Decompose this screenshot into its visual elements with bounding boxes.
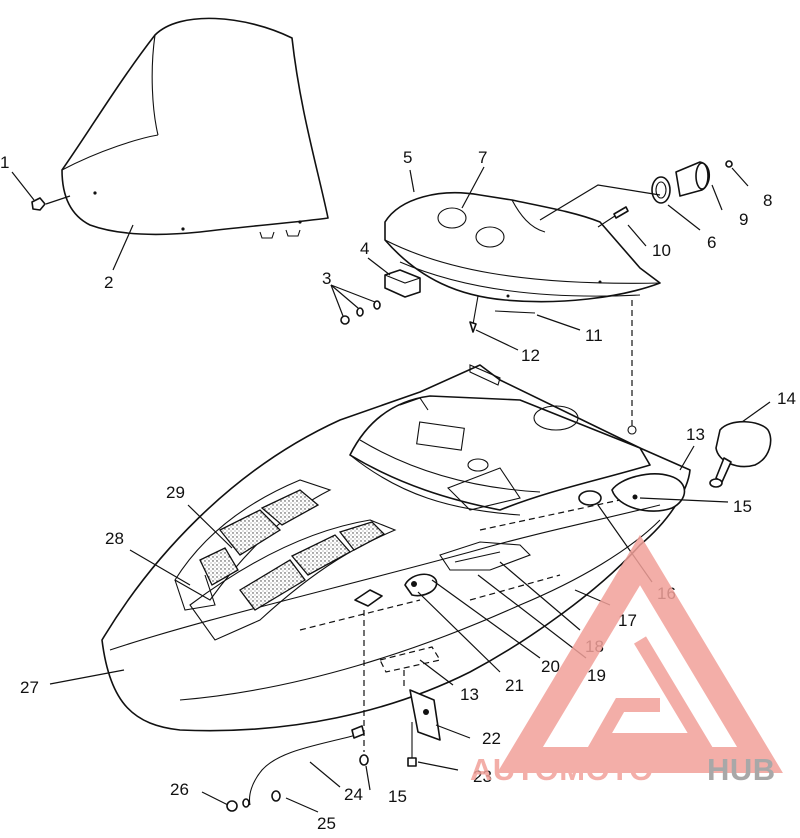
callout-7: 7	[478, 148, 487, 167]
callout-10: 10	[652, 241, 671, 260]
watermark-text-primary: AUTOMOTO	[470, 752, 654, 787]
callout-14: 14	[777, 389, 796, 408]
callout-24: 24	[344, 785, 363, 804]
mirror	[709, 420, 772, 488]
callout-9: 9	[739, 210, 748, 229]
hardware-3	[340, 300, 381, 325]
dash-panel	[384, 192, 661, 303]
watermark-logo: AUTOMOTO HUB	[470, 534, 783, 787]
cable-10	[597, 206, 629, 228]
callout-labels: 1 2 3 4 5 6 7 8 9 10 11 12 13 13 14 15 1…	[0, 148, 796, 833]
callout-5: 5	[403, 148, 412, 167]
callout-29: 29	[166, 483, 185, 502]
callout-3: 3	[322, 269, 331, 288]
callout-22: 22	[482, 729, 501, 748]
callout-2: 2	[104, 273, 113, 292]
callout-13-top: 13	[686, 425, 705, 444]
callout-4: 4	[360, 239, 369, 258]
gauge-bulb	[725, 160, 733, 168]
callout-15-bottom: 15	[388, 787, 407, 806]
fastener-15-bottom	[359, 754, 369, 766]
callout-19: 19	[587, 666, 606, 685]
callout-21: 21	[505, 676, 524, 695]
callout-8: 8	[763, 191, 772, 210]
watermark-text-secondary: HUB	[707, 752, 776, 787]
callout-26: 26	[170, 780, 189, 799]
leader-lines	[11, 166, 771, 813]
bolt-23	[407, 722, 417, 767]
windshield	[61, 17, 329, 239]
fastener-26	[226, 798, 250, 812]
screw-1	[31, 197, 46, 211]
bracket-4	[384, 269, 421, 298]
gauge-ring	[651, 176, 671, 204]
callout-15-right: 15	[733, 497, 752, 516]
callout-25: 25	[317, 814, 336, 833]
callout-13-bottom: 13	[460, 685, 479, 704]
callout-28: 28	[105, 529, 124, 548]
fastener-25	[271, 790, 281, 802]
callout-20: 20	[541, 657, 560, 676]
callout-27: 27	[20, 678, 39, 697]
callout-1: 1	[0, 153, 9, 172]
callout-17: 17	[618, 611, 637, 630]
wire-11	[494, 310, 536, 314]
callout-23: 23	[473, 767, 492, 786]
bracket-22	[409, 689, 441, 741]
alignment-lines	[363, 300, 633, 752]
callout-12: 12	[521, 346, 540, 365]
callout-6: 6	[707, 233, 716, 252]
hood	[101, 364, 691, 732]
callout-11: 11	[585, 326, 603, 345]
gauge	[675, 161, 711, 197]
rod-12	[469, 295, 479, 333]
